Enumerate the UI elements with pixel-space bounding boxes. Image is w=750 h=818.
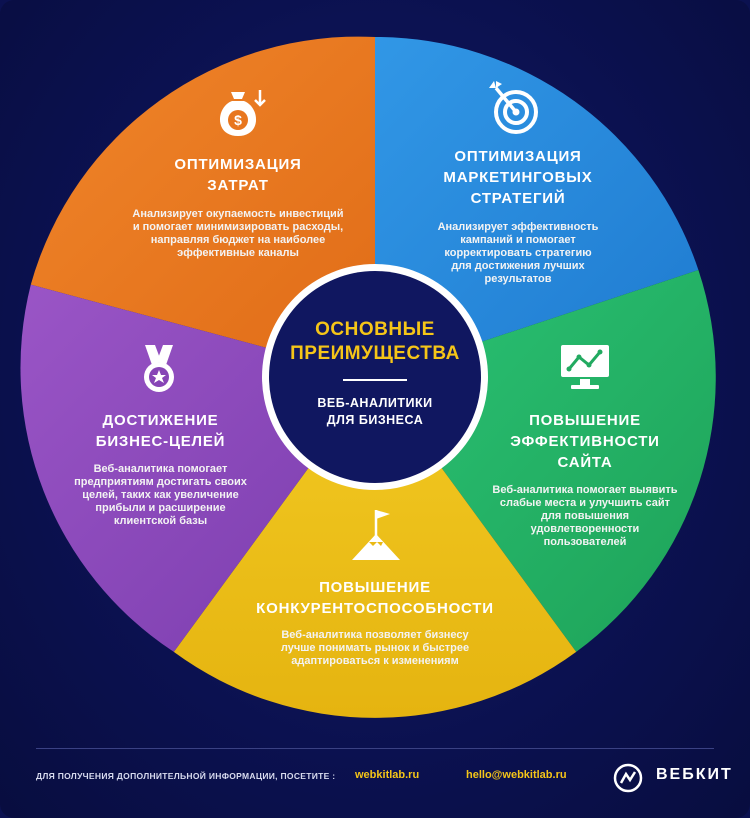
mountain-flag-icon <box>352 510 400 560</box>
center-subtitle: ВЕБ-АНАЛИТИКИ ДЛЯ БИЗНЕСА <box>317 396 433 427</box>
monitor-chart-icon <box>561 345 609 389</box>
marketing-description: Анализирует эффективность кампаний и пом… <box>437 221 599 285</box>
site-description: Веб-аналитика помогает выявить слабые ме… <box>492 484 678 548</box>
segment-cost <box>30 36 376 377</box>
cost-title: ОПТИМИЗАЦИЯ ЗАТРАТ <box>174 156 302 194</box>
goals-description: Веб-аналитика помогает предприятиям дост… <box>74 463 247 527</box>
goals-title: ДОСТИЖЕНИЕ БИЗНЕС-ЦЕЛЕЙ <box>95 412 226 450</box>
center-disc <box>269 271 481 483</box>
footer-divider <box>36 748 714 749</box>
center-title: ОСНОВНЫЕ ПРЕИМУЩЕСТВА <box>290 319 460 364</box>
competitive-title: ПОВЫШЕНИЕ КОНКУРЕНТОСПОСОБНОСТИ <box>256 579 494 617</box>
medal-icon <box>144 345 174 392</box>
site-title: ПОВЫШЕНИЕ ЭФФЕКТИВНОСТИ САЙТА <box>510 412 660 471</box>
footer-site-link[interactable]: webkitlab.ru <box>355 769 420 781</box>
competitive-description: Веб-аналитика позволяет бизнесу лучше по… <box>280 629 470 667</box>
cost-description: Анализирует окупаемость инвестиций и пом… <box>132 208 344 259</box>
footer-note: ДЛЯ ПОЛУЧЕНИЯ ДОПОЛНИТЕЛЬНОЙ ИНФОРМАЦИИ,… <box>36 771 336 781</box>
marketing-title: ОПТИМИЗАЦИЯ МАРКЕТИНГОВЫХ СТРАТЕГИЙ <box>443 148 593 207</box>
target-icon <box>489 81 538 134</box>
money-bag-icon: $ <box>219 90 266 136</box>
segment-marketing <box>375 36 699 377</box>
svg-text:$: $ <box>234 112 242 128</box>
brand-name: ВЕБКИТ <box>656 766 733 783</box>
footer-email-link[interactable]: hello@webkitlab.ru <box>466 769 567 781</box>
brand-logo-icon <box>613 763 643 793</box>
